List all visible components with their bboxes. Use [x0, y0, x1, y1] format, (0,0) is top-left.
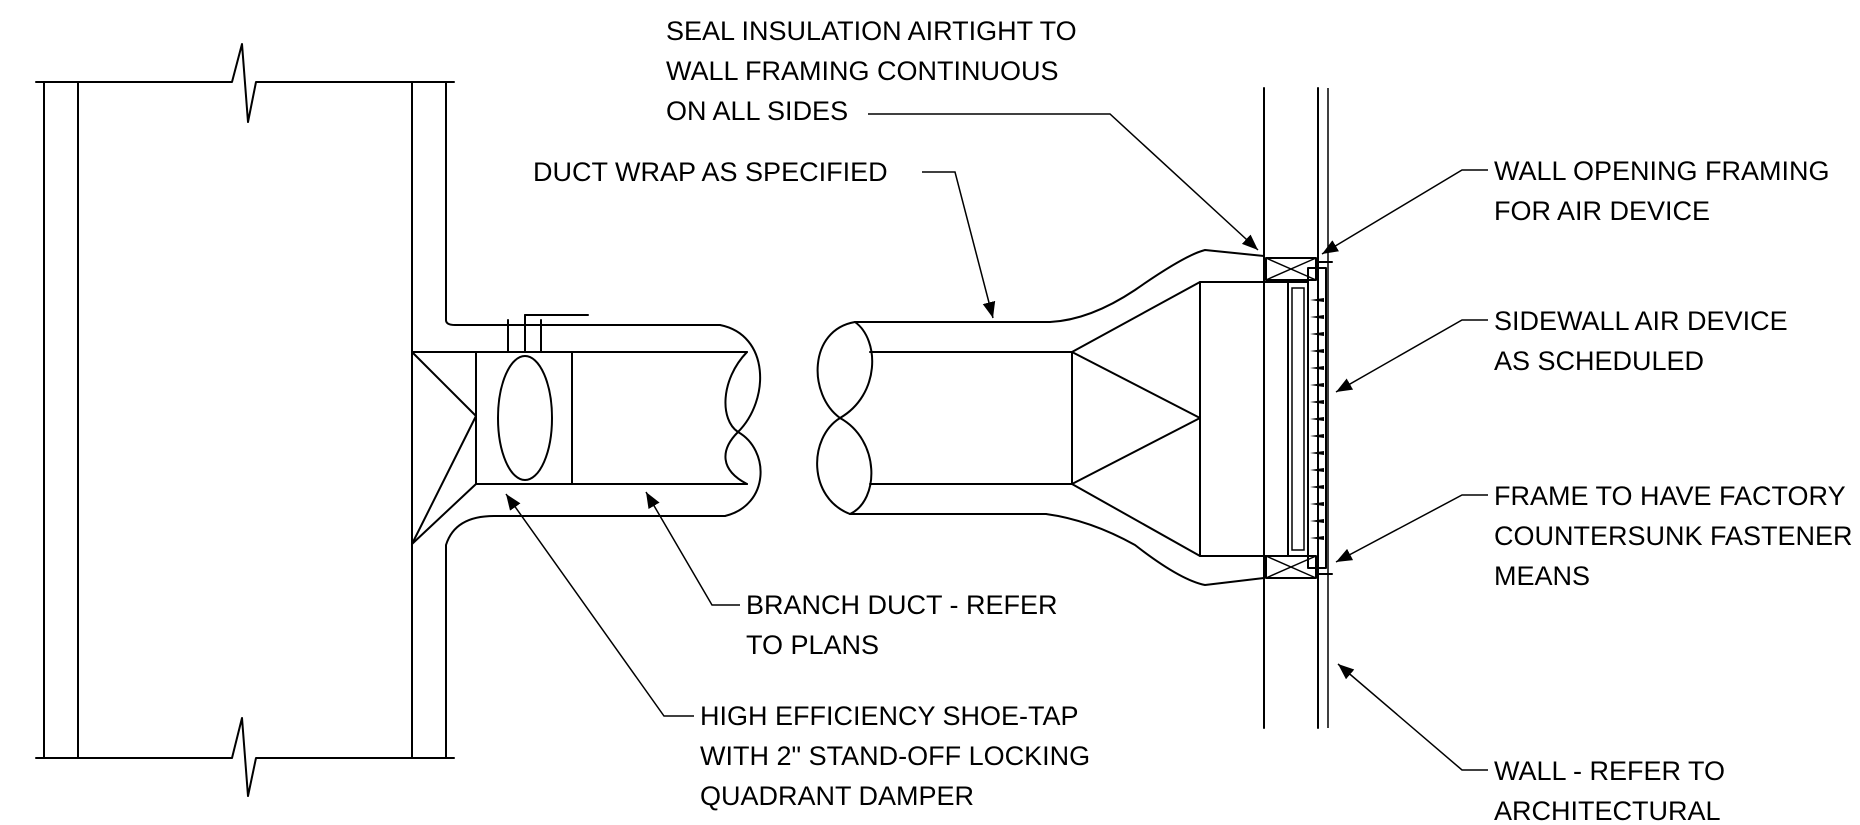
shoe-tap: [411, 319, 748, 561]
grille-blade: [1310, 519, 1324, 523]
branch-duct: [816, 249, 1296, 586]
seal-insulation-leader: [868, 113, 1259, 251]
sidewall-air-device: [1287, 261, 1333, 575]
grille-blade: [1310, 434, 1324, 438]
wall-leader: [1337, 663, 1488, 771]
seal-insulation-label: SEAL INSULATION AIRTIGHT TO WALL FRAMING…: [666, 16, 1084, 126]
grille-blade: [1310, 502, 1324, 506]
shoe-tap-label: HIGH EFFICIENCY SHOE-TAP WITH 2" STAND-O…: [700, 701, 1098, 811]
grille-blade: [1310, 315, 1324, 319]
wall-opening-leader: [1321, 169, 1488, 255]
grille-blade: [1310, 451, 1324, 455]
wall-opening-label: WALL OPENING FRAMING FOR AIR DEVICE: [1494, 156, 1837, 226]
grille-blade: [1310, 298, 1324, 302]
grille-blade: [1310, 417, 1324, 421]
grille-blade: [1310, 485, 1324, 489]
grille-blade: [1310, 332, 1324, 336]
grille-blade: [1310, 349, 1324, 353]
grille-blade: [1310, 400, 1324, 404]
quadrant-damper: [497, 314, 589, 481]
bottom-break-line: [35, 717, 455, 797]
main-duct: [35, 43, 455, 797]
branch-duct-label: BRANCH DUCT - REFER TO PLANS: [746, 590, 1065, 660]
shoe-tap-leader: [505, 493, 694, 717]
frame-fasteners-label: FRAME TO HAVE FACTORY COUNTERSUNK FASTEN…: [1494, 481, 1860, 591]
sidewall-device-label: SIDEWALL AIR DEVICE AS SCHEDULED: [1494, 306, 1795, 376]
branch-duct-left-break: [719, 324, 762, 517]
sidewall-device-leader: [1335, 319, 1488, 393]
wall-label: WALL - REFER TO ARCHITECTURAL: [1494, 756, 1733, 825]
top-break-line: [35, 43, 455, 123]
duct-wrap-label: DUCT WRAP AS SPECIFIED: [533, 157, 888, 187]
grille-blade: [1310, 366, 1324, 370]
grille-blade: [1310, 536, 1324, 540]
duct-wrap-leader: [922, 171, 996, 319]
branch-duct-leader: [645, 491, 740, 606]
wall: [1263, 87, 1329, 729]
grille-blade: [1310, 383, 1324, 387]
frame-fasteners-leader: [1335, 494, 1488, 563]
grille-blade: [1310, 468, 1324, 472]
